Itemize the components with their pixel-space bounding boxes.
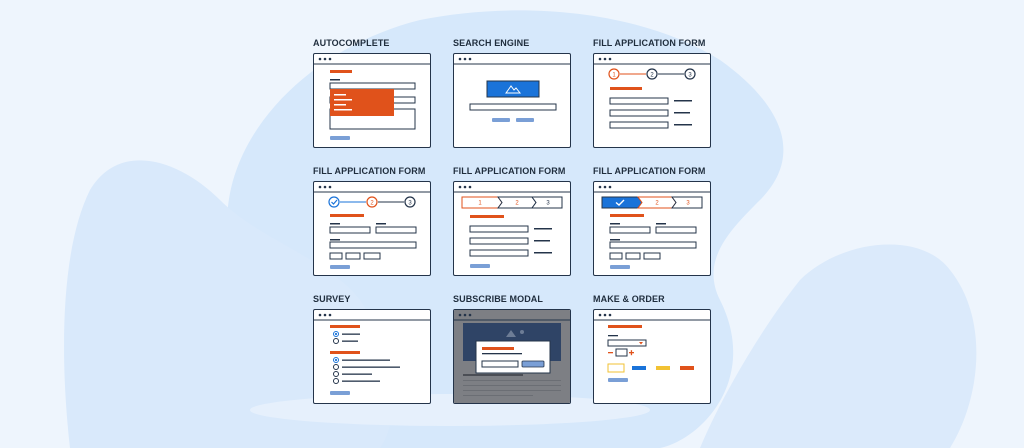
wireframe-window [453,53,571,148]
wireframe-window: 2 3 [313,181,431,276]
tile-title: SEARCH ENGINE [453,38,530,48]
wireframe-window [453,309,571,404]
step-label: 2 [650,73,654,79]
survey-wireframe-icon [314,313,430,395]
stepper-circles-checked-wireframe-icon: 2 3 [314,185,430,269]
tile-title: FILL APPLICATION FORM [593,166,706,176]
step-label: 1 [478,201,482,207]
wireframe-window [313,53,431,148]
tile-fill-application-form-4[interactable]: FILL APPLICATION FORM 2 3 [593,166,713,288]
make-order-wireframe-icon [594,313,710,382]
step-label: 1 [612,73,616,79]
wireframe-window: 2 3 [593,181,711,276]
tile-title: AUTOCOMPLETE [313,38,390,48]
autocomplete-wireframe-icon [314,57,430,140]
wireframe-window: 1 2 3 [453,181,571,276]
step-label: 3 [688,73,692,79]
tile-subscribe-modal[interactable]: SUBSCRIBE MODAL [453,294,573,406]
stepper-arrows-wireframe-icon: 1 2 3 [454,185,570,268]
tile-search-engine[interactable]: SEARCH ENGINE [453,38,573,160]
wireframe-window [313,309,431,404]
tile-make-and-order[interactable]: MAKE & ORDER [593,294,713,406]
tile-fill-application-form-1[interactable]: FILL APPLICATION FORM 1 2 3 [593,38,713,160]
tile-title: FILL APPLICATION FORM [313,166,426,176]
tile-title: FILL APPLICATION FORM [453,166,566,176]
tile-fill-application-form-2[interactable]: FILL APPLICATION FORM 2 3 [313,166,433,288]
tile-title: SURVEY [313,294,351,304]
step-label: 2 [655,201,659,207]
tile-autocomplete[interactable]: AUTOCOMPLETE [313,38,433,160]
search-engine-wireframe-icon [454,57,570,122]
step-label: 3 [686,201,690,207]
tile-survey[interactable]: SURVEY [313,294,433,406]
tile-title: MAKE & ORDER [593,294,665,304]
step-label: 2 [515,201,519,207]
stepper-arrows-checked-wireframe-icon: 2 3 [594,185,710,269]
stepper-circles-wireframe-icon: 1 2 3 [594,57,710,129]
tile-title: FILL APPLICATION FORM [593,38,706,48]
tile-fill-application-form-3[interactable]: FILL APPLICATION FORM 1 2 3 [453,166,573,288]
subscribe-modal-wireframe-icon [454,310,570,403]
tile-title: SUBSCRIBE MODAL [453,294,544,304]
step-label: 3 [546,201,550,207]
wireframe-window [593,309,711,404]
step-label: 3 [408,201,412,207]
wireframe-window: 1 2 3 [593,53,711,148]
step-label: 2 [370,201,374,207]
